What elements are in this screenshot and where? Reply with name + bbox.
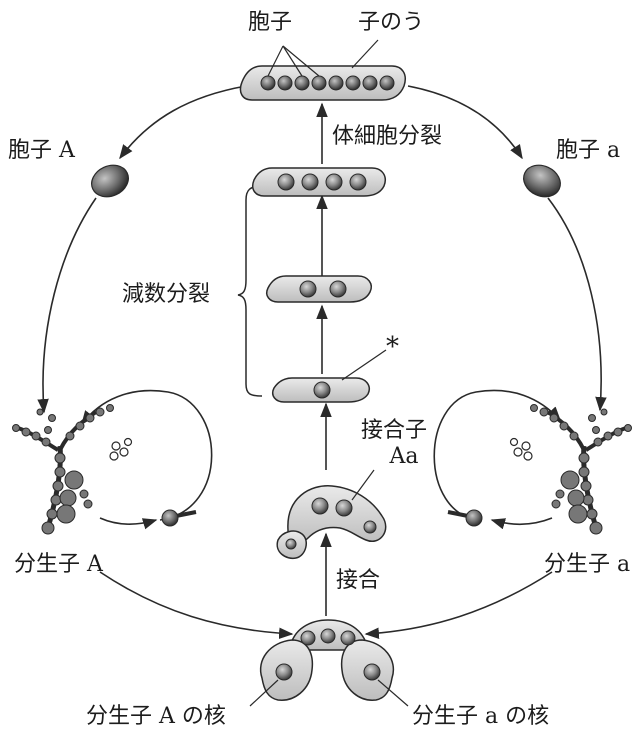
conidiophore-a xyxy=(531,405,632,535)
label-nucleus-A: 分生子 A の核 xyxy=(86,706,226,728)
label-spore: 胞子 xyxy=(248,12,292,34)
meiosis-brace xyxy=(238,186,262,396)
label-ascus: 子のう xyxy=(358,12,424,34)
free-conidia-A xyxy=(110,439,132,461)
arrow-conidium-a-to-fusion xyxy=(366,572,552,634)
cell-2-nuclei xyxy=(267,276,372,302)
label-conidium-A: 分生子 A xyxy=(14,554,103,576)
spore-A-shape xyxy=(86,159,133,202)
label-asterisk: * xyxy=(386,334,399,360)
asterisk-leader xyxy=(342,350,386,380)
arrow-spore-a-to-conidium xyxy=(548,198,601,410)
cell-1-nucleus xyxy=(273,350,386,402)
germinating-conidium-A xyxy=(162,510,196,526)
zygote-leader xyxy=(352,470,374,500)
spore-a-shape xyxy=(518,159,565,202)
label-spore-a: 胞子 a xyxy=(556,140,620,162)
cell-4-nuclei xyxy=(253,168,386,196)
free-conidia-a xyxy=(511,439,533,461)
label-nucleus-a: 分生子 a の核 xyxy=(412,706,549,728)
arrow-conidium-A-to-fusion xyxy=(100,572,292,634)
label-conjugation: 接合 xyxy=(336,570,380,592)
arrow-ascus-to-spore-A xyxy=(120,86,246,158)
label-zygote-genotype: Aa xyxy=(389,446,418,468)
label-spore-A: 胞子 A xyxy=(8,140,75,162)
ascus-8-spores xyxy=(240,66,405,100)
arrow-spore-A-to-conidium xyxy=(43,198,96,412)
label-meiosis: 減数分裂 xyxy=(122,284,210,306)
label-somatic-division: 体細胞分裂 xyxy=(332,126,442,148)
zygote-cells xyxy=(277,470,385,558)
conidiophore-A xyxy=(13,405,114,535)
arrow-loop-A-bottom xyxy=(100,518,156,524)
germinating-conidium-a xyxy=(448,510,482,526)
arrow-loop-a-bottom xyxy=(492,518,552,524)
label-conidium-a: 分生子 a xyxy=(544,554,630,576)
label-zygote: 接合子 xyxy=(361,420,427,442)
